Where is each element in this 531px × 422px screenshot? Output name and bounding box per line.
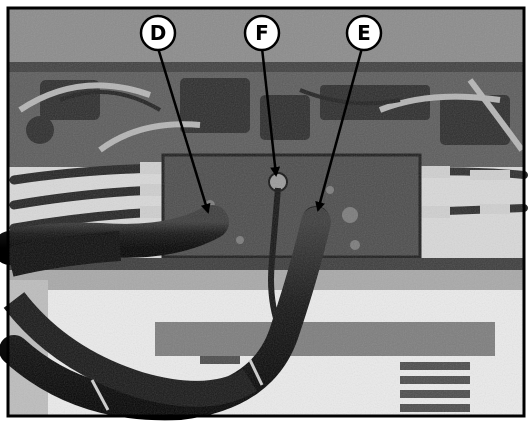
callout-e: E [315,14,383,212]
callout-f-label: F [255,21,269,45]
callout-e-circle [345,14,383,52]
callout-f-circle [243,14,281,52]
callout-d-circle [139,14,177,52]
callout-d-leader [156,47,211,214]
callout-e-leader [315,47,364,212]
callout-f: F [243,14,281,177]
figure-border [6,6,526,418]
callout-d: D [139,14,211,214]
callout-f-leader [260,47,281,177]
callout-e-label: E [357,21,371,45]
callout-d-label: D [150,21,167,45]
photo [0,8,528,421]
